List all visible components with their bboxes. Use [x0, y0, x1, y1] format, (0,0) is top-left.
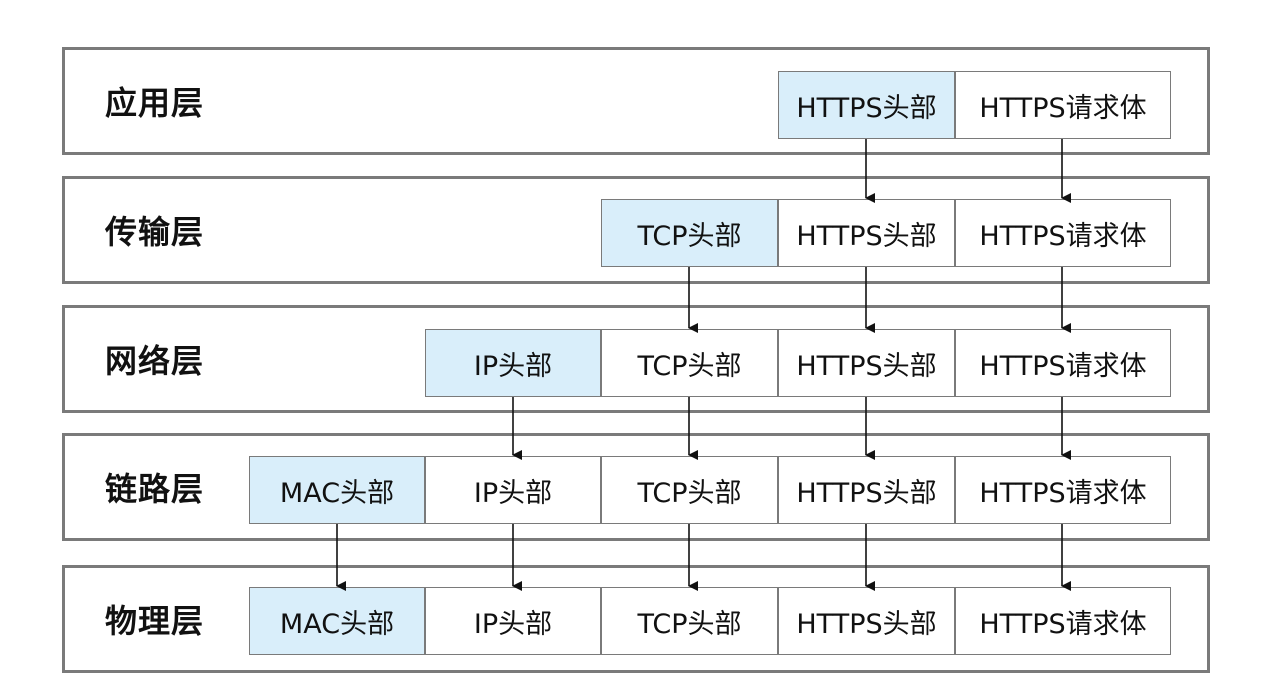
- segment-mac-header: MAC头部: [249, 456, 425, 524]
- segment-https-header: HTTPS头部: [778, 71, 955, 139]
- segment-https-header: HTTPS头部: [778, 329, 955, 397]
- segment-ip-header: IP头部: [425, 587, 601, 655]
- segment-ip-header: IP头部: [425, 329, 601, 397]
- segment-ip-header: IP头部: [425, 456, 601, 524]
- layer-label-link: 链路层: [105, 470, 205, 508]
- layer-label-network: 网络层: [105, 342, 205, 380]
- segment-tcp-header: TCP头部: [601, 199, 778, 267]
- segment-https-body: HTTPS请求体: [955, 199, 1171, 267]
- segment-https-body: HTTPS请求体: [955, 71, 1171, 139]
- layer-label-application: 应用层: [105, 84, 205, 122]
- segment-tcp-header: TCP头部: [601, 456, 778, 524]
- segment-tcp-header: TCP头部: [601, 587, 778, 655]
- segment-mac-header: MAC头部: [249, 587, 425, 655]
- segment-https-header: HTTPS头部: [778, 456, 955, 524]
- segment-https-body: HTTPS请求体: [955, 456, 1171, 524]
- segment-https-body: HTTPS请求体: [955, 329, 1171, 397]
- segment-https-header: HTTPS头部: [778, 199, 955, 267]
- layer-label-transport: 传输层: [105, 213, 205, 251]
- layer-label-physical: 物理层: [105, 602, 205, 640]
- segment-https-body: HTTPS请求体: [955, 587, 1171, 655]
- segment-https-header: HTTPS头部: [778, 587, 955, 655]
- segment-tcp-header: TCP头部: [601, 329, 778, 397]
